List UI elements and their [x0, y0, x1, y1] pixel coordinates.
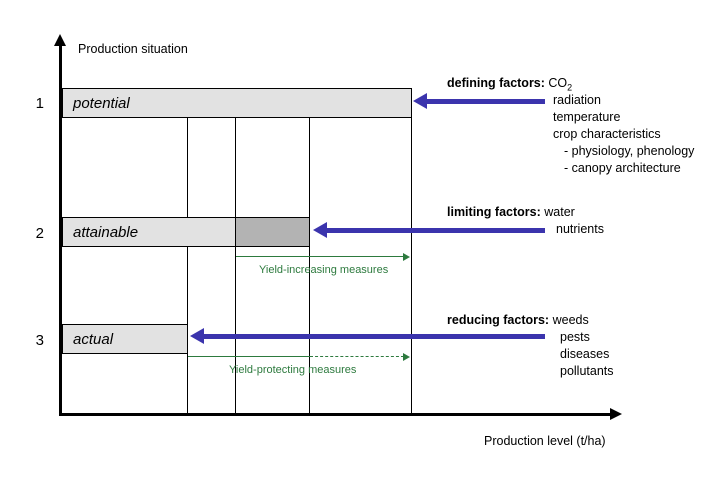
limiting-factors-heading: limiting factors:	[447, 205, 541, 219]
level-label-actual: actual	[73, 330, 114, 348]
yield-increasing-measures-label: Yield-increasing measures	[259, 264, 389, 276]
yield-protecting-arrowhead-icon	[403, 353, 410, 361]
level-box-attainable-gap	[235, 217, 310, 247]
reducing-factors-arrowhead-icon	[190, 328, 204, 344]
level-number-3: 3	[35, 332, 44, 349]
defining-factors-item-2: temperature	[553, 110, 621, 124]
reducing-factors-heading: reducing factors:	[447, 313, 550, 327]
reducing-factors-arrow-shaft	[204, 334, 545, 339]
reducing-factors-item-3: pollutants	[560, 364, 614, 378]
defining-factors-arrow-shaft	[427, 99, 545, 104]
limiting-factors-item-0: water	[544, 205, 575, 219]
defining-factors-item-4: - physiology, phenology	[564, 144, 695, 158]
grid-divider-2	[235, 88, 236, 414]
level-number-2: 2	[35, 225, 44, 242]
defining-factors-item-0-subscript: 2	[567, 82, 573, 93]
reducing-factors-item-2: diseases	[560, 347, 610, 361]
limiting-factors-heading-row: limiting factors: water	[447, 204, 575, 221]
defining-factors-item-5: - canopy architecture	[564, 161, 681, 175]
level-box-actual: actual	[62, 324, 188, 354]
defining-factors-item-3: crop characteristics	[553, 127, 661, 141]
defining-factors-item-1: radiation	[553, 93, 601, 107]
defining-factors-item-0: CO	[548, 76, 568, 90]
grid-divider-1	[187, 88, 188, 414]
y-axis-label: Production situation	[78, 42, 188, 56]
level-box-potential: potential	[62, 88, 412, 118]
level-label-potential: potential	[73, 94, 130, 112]
x-axis-arrowhead-icon	[610, 408, 622, 420]
yield-increasing-arrow-shaft	[236, 256, 404, 257]
reducing-factors-heading-row: reducing factors: weeds	[447, 312, 589, 329]
reducing-factors-item-0: weeds	[552, 313, 589, 327]
reducing-factors-list: pests diseases pollutants	[560, 329, 614, 380]
defining-factors-heading-row: defining factors: CO2	[447, 75, 572, 97]
y-axis-arrowhead-icon	[54, 34, 66, 46]
limiting-factors-arrowhead-icon	[313, 222, 327, 238]
yield-protecting-measures-label: Yield-protecting measures	[229, 364, 357, 376]
x-axis-label: Production level (t/ha)	[484, 434, 606, 448]
level-number-1: 1	[35, 95, 44, 112]
defining-factors-arrowhead-icon	[413, 93, 427, 109]
limiting-factors-item-1: nutrients	[556, 222, 604, 236]
limiting-factors-list: nutrients	[556, 221, 604, 238]
x-axis-line	[59, 413, 615, 416]
y-axis-line	[59, 42, 62, 416]
frame-right-line	[411, 88, 412, 414]
defining-factors-heading: defining factors:	[447, 76, 545, 90]
yield-protecting-arrow-shaft	[188, 356, 310, 357]
defining-factors-list: radiation temperature crop characteristi…	[553, 92, 694, 177]
grid-divider-3	[309, 88, 310, 414]
limiting-factors-arrow-shaft	[327, 228, 545, 233]
reducing-factors-item-1: pests	[560, 330, 590, 344]
yield-increasing-arrowhead-icon	[403, 253, 410, 261]
yield-protecting-arrow-shaft-dashed	[310, 356, 404, 357]
level-label-attainable: attainable	[73, 223, 139, 241]
